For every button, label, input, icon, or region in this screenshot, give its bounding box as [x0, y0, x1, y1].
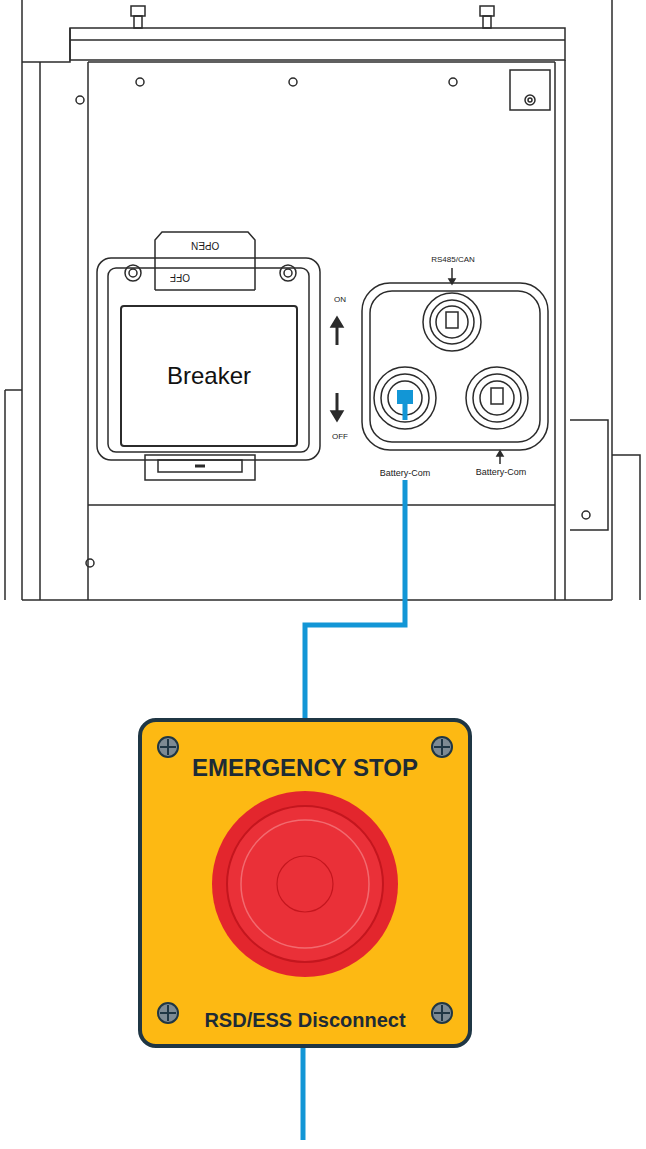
screw [432, 1003, 452, 1023]
latch-text: OFF [170, 272, 190, 282]
node-text: Breaker [167, 362, 251, 390]
node-text: RSD/ESS Disconnect [142, 1009, 468, 1032]
cable-plug [397, 390, 413, 404]
screw [158, 737, 178, 757]
latch-text: OPEN [191, 240, 219, 250]
breaker-box: Breaker [120, 305, 298, 447]
battery-com-port: Battery-Com [368, 364, 442, 480]
screw [432, 737, 452, 757]
wire [301, 1046, 306, 1140]
node-text: Battery-Com [378, 468, 433, 478]
node-text: EMERGENCY STOP [142, 754, 468, 782]
screw [158, 1003, 178, 1023]
port-label: Battery-Com [475, 468, 528, 477]
emergency-stop-box: EMERGENCY STOP RSD/ESS Disconnect [138, 718, 472, 1048]
wire [403, 404, 408, 420]
switch-on-label: ON [334, 296, 346, 304]
stop-button [212, 791, 398, 977]
port-label: RS485/CAN [430, 256, 476, 264]
switch-off-label: OFF [332, 433, 348, 441]
cable [305, 480, 405, 718]
